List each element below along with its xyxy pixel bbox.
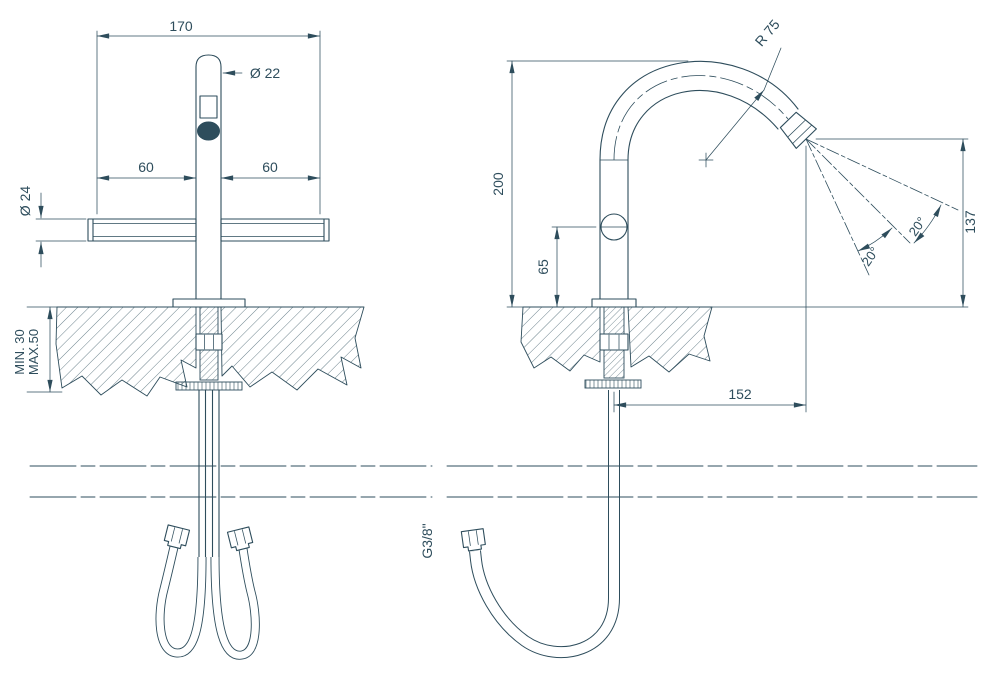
side-undercounter: G3/8": [419, 306, 642, 659]
side-locknut: [599, 333, 629, 351]
dim-spray-angle-b: 20°: [906, 214, 930, 239]
side-aerator: [779, 111, 817, 149]
front-undercounter: [175, 306, 243, 558]
front-spout-collar: [199, 95, 218, 119]
dim-counter-min: MIN. 30: [12, 329, 27, 375]
side-faucet-body: [599, 60, 817, 300]
left-hose-nut: [162, 524, 191, 551]
dim-handle-diameter: Ø 24: [17, 186, 33, 217]
front-dimensions: 170 Ø 22 60 60 Ø 24 MIN. 30 MAX.50: [12, 18, 321, 393]
side-pipe-nut: [460, 528, 487, 553]
dim-spout-radius: R 75: [752, 16, 783, 49]
dim-overall-width: 170: [169, 18, 193, 34]
dim-handle-height: 65: [535, 259, 551, 275]
front-mounting-washer: [175, 381, 243, 391]
front-handles: [87, 218, 330, 242]
dim-height: 200: [490, 172, 506, 196]
dim-outlet-height: 137: [962, 210, 978, 234]
front-counter-section: [55, 306, 365, 397]
side-mounting-washer: [584, 379, 642, 389]
front-base-flange: [172, 298, 246, 308]
side-dimensions: 200 65 137 152: [490, 60, 978, 413]
side-view: R 75 20° 20° G3/8": [419, 16, 978, 659]
front-faucet-body: [195, 54, 222, 300]
dim-spout-diameter: Ø 22: [250, 65, 281, 81]
dim-left-handle: 60: [138, 159, 154, 175]
dim-thread: G3/8": [419, 523, 435, 558]
right-handle: [220, 218, 330, 242]
dim-right-handle: 60: [262, 159, 278, 175]
front-supply-hoses: [155, 524, 260, 660]
right-hose-nut: [226, 526, 255, 553]
dim-reach: 152: [728, 386, 752, 402]
dim-spray-angle-a: 20°: [859, 244, 883, 269]
dim-counter-max: MAX.50: [26, 329, 41, 375]
left-handle: [87, 218, 197, 242]
front-aerator-outlet: [197, 121, 220, 141]
front-view: 170 Ø 22 60 60 Ø 24 MIN. 30 MAX.50: [12, 18, 365, 660]
spray-fan: 20° 20°: [805, 138, 959, 276]
side-base-flange: [591, 298, 637, 308]
break-lines: [29, 465, 978, 498]
front-locknut: [195, 333, 223, 351]
spout-centerline: [613, 75, 789, 161]
side-counter-section: [520, 306, 713, 373]
